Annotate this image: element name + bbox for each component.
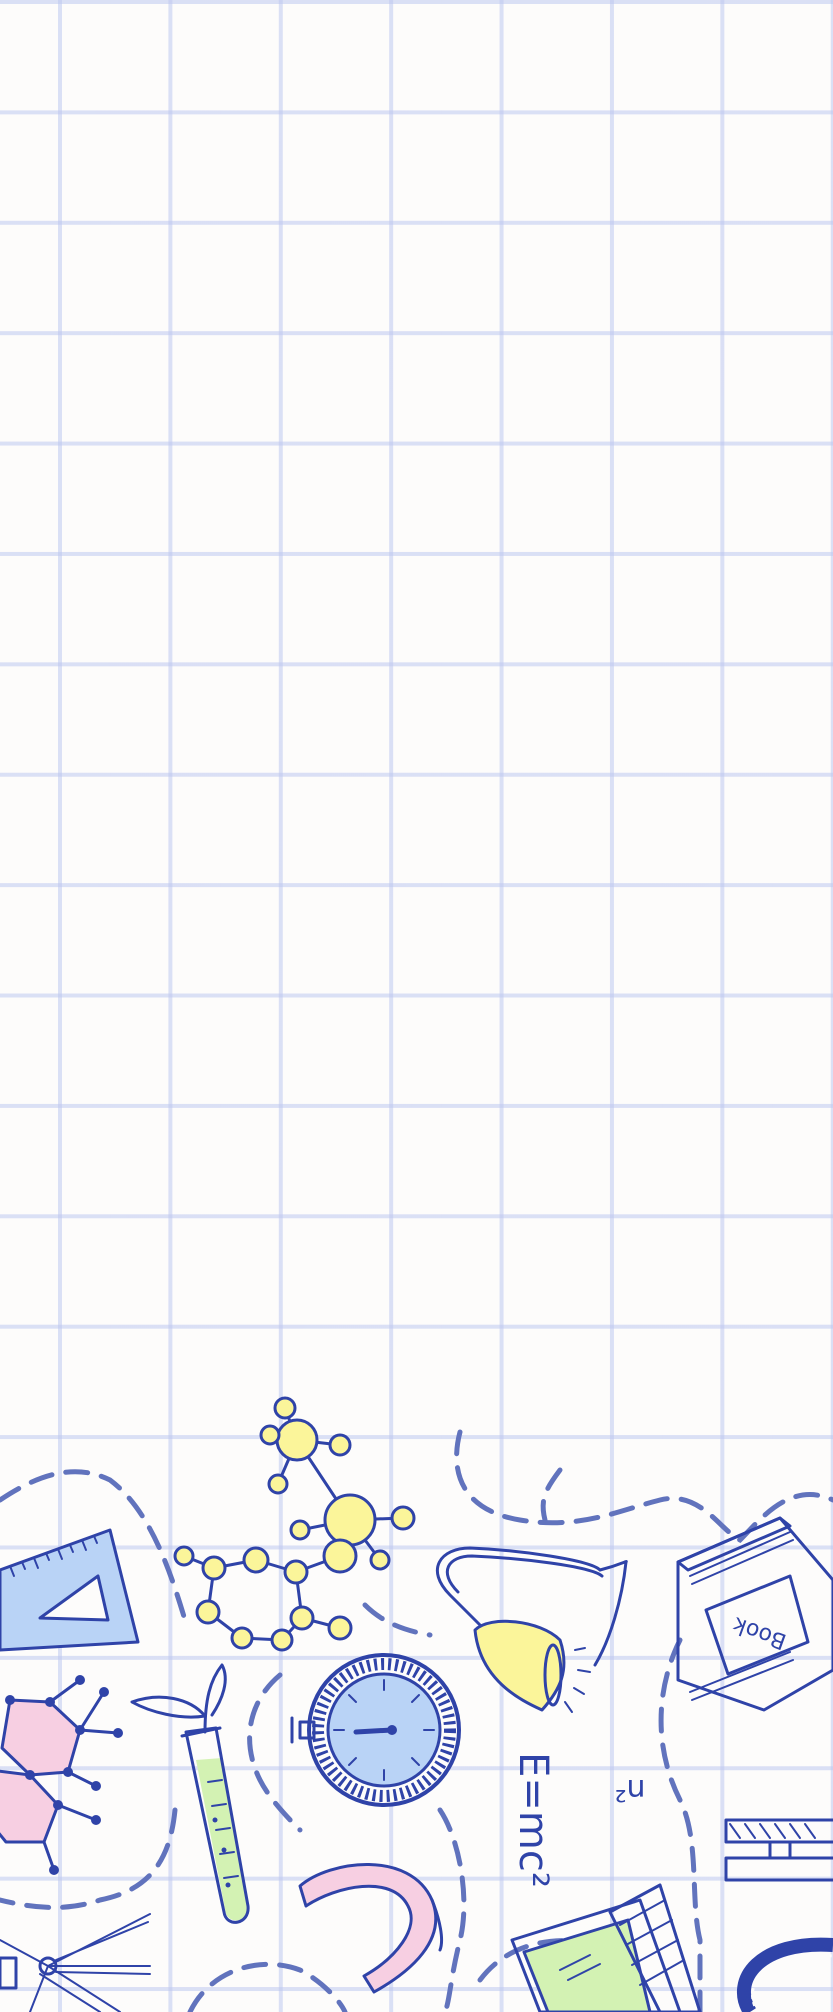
hexagon-molecule-icon [173, 1545, 353, 1652]
book-label: Book [730, 1611, 790, 1653]
molecule-icon [259, 1396, 416, 1574]
formula-text: E=mc² n² [510, 1752, 646, 1888]
magnet-icon [298, 1863, 444, 1994]
formula-text-2: n² [614, 1772, 645, 1807]
desk-lamp-icon [436, 1546, 628, 1713]
test-tube-icon [130, 1663, 250, 1924]
science-doodles: Book [0, 1396, 833, 2012]
book-icon: Book [676, 1516, 833, 1712]
triangle-ruler-icon [0, 1528, 140, 1652]
abstract-shapes-right [724, 1818, 833, 2012]
formula-text-1: E=mc² [510, 1752, 556, 1888]
laptop-icon [510, 1883, 702, 2012]
stopwatch-icon [290, 1653, 461, 1807]
benzene-molecule-icon [0, 1675, 123, 1875]
windmill-icon [0, 1913, 151, 2012]
